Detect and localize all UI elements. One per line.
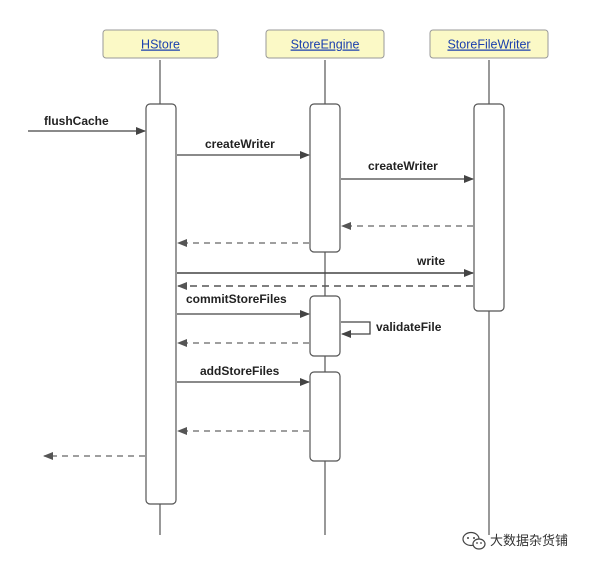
watermark: 大数据杂货铺 bbox=[462, 531, 568, 550]
label-add-store-files: addStoreFiles bbox=[200, 364, 280, 378]
label-flush-cache: flushCache bbox=[44, 114, 109, 128]
participant-storeengine: StoreEngine bbox=[265, 29, 385, 59]
activation-storeengine-2 bbox=[309, 295, 341, 357]
activation-storeengine-1 bbox=[309, 103, 341, 253]
watermark-text: 大数据杂货铺 bbox=[490, 533, 568, 549]
participant-storefilewriter-label: StoreFileWriter bbox=[447, 38, 530, 52]
activation-hstore bbox=[145, 103, 177, 505]
label-create-writer-1: createWriter bbox=[205, 137, 275, 151]
label-commit-store-files: commitStoreFiles bbox=[186, 292, 287, 306]
participant-hstore: HStore bbox=[102, 29, 219, 59]
activation-storeengine-3 bbox=[309, 371, 341, 462]
participant-storeengine-label: StoreEngine bbox=[291, 38, 360, 52]
label-write: write bbox=[416, 254, 445, 268]
arrow-validate-file bbox=[341, 321, 371, 338]
wechat-icon bbox=[462, 531, 486, 550]
activation-storefilewriter bbox=[473, 103, 505, 312]
label-validate-file: validateFile bbox=[376, 320, 442, 334]
participant-hstore-label: HStore bbox=[141, 38, 180, 52]
label-create-writer-2: createWriter bbox=[368, 159, 438, 173]
participant-storefilewriter: StoreFileWriter bbox=[429, 29, 549, 59]
